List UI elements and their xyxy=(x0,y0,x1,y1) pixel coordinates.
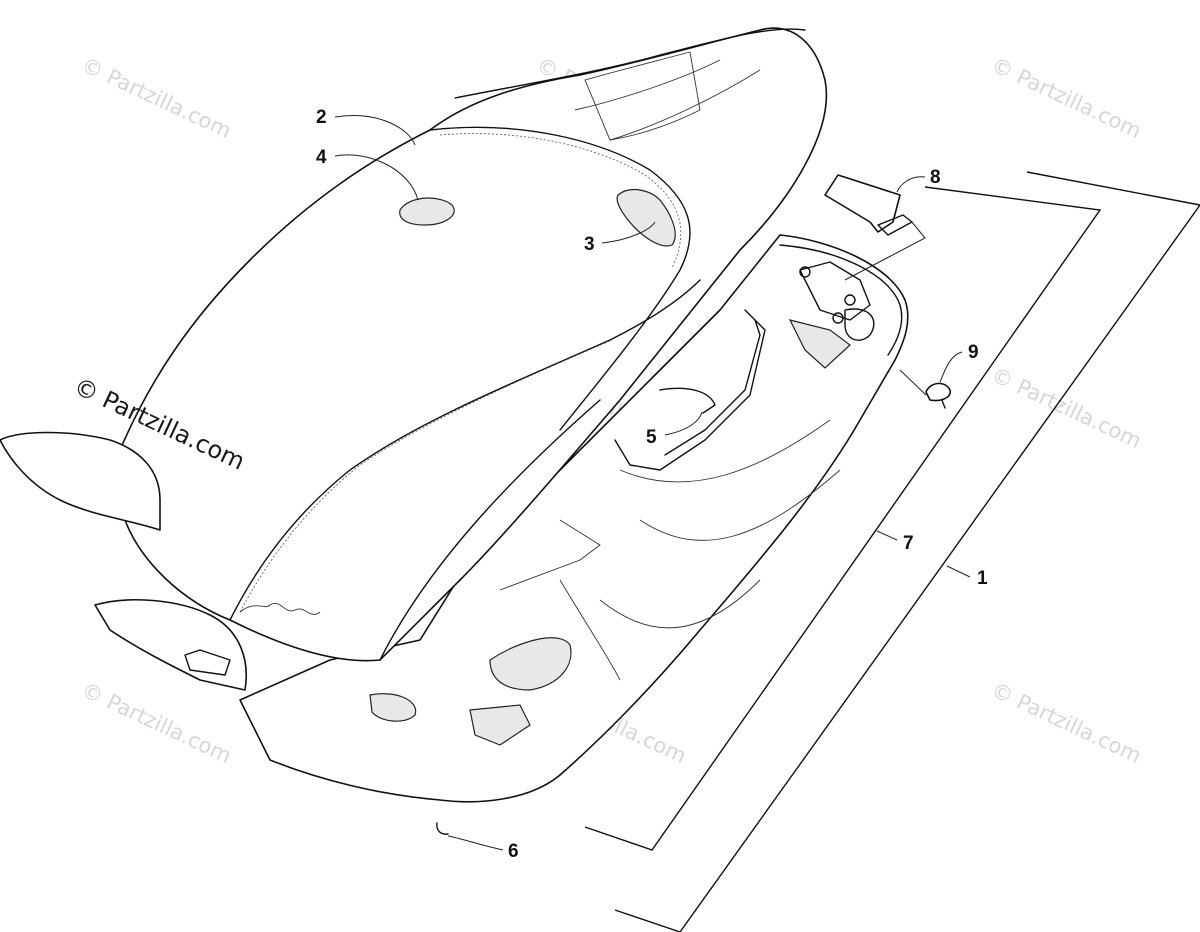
callout-6[interactable]: 6 xyxy=(508,841,519,862)
seat-base-screw-2 xyxy=(844,294,856,306)
seat-base-pocket-1 xyxy=(489,637,572,691)
leader-8b xyxy=(844,221,926,281)
foam-pad-part-4[interactable] xyxy=(399,197,455,226)
callout-7[interactable]: 7 xyxy=(903,533,914,554)
tick-1 xyxy=(946,565,971,578)
bracket-part-8[interactable] xyxy=(824,174,913,236)
seat-cover-rear-shoulder xyxy=(454,28,806,99)
seat-cover-front-crease xyxy=(229,279,701,621)
fastener-part-6[interactable] xyxy=(436,822,449,835)
seat-base-rim xyxy=(779,244,903,356)
seat-base-screw-3 xyxy=(832,312,844,324)
seat-base-latch-hook xyxy=(844,308,875,341)
leader-4 xyxy=(334,154,419,201)
seat-cover-stripe xyxy=(574,59,761,141)
foam-pad-part-3[interactable] xyxy=(616,188,676,247)
seat-base-ribs xyxy=(499,419,841,681)
seat-cover-ridge xyxy=(429,126,691,431)
seat-cover-footrest-flap xyxy=(94,599,247,691)
tick-7 xyxy=(876,530,898,541)
callout-9[interactable]: 9 xyxy=(968,342,979,363)
leader-3 xyxy=(601,221,656,244)
seat-cover-stitch-1 xyxy=(439,133,682,269)
seat-cover-outline xyxy=(119,27,828,662)
seat-cover-flap-tab xyxy=(184,649,231,676)
seat-base-latch-area xyxy=(799,261,871,321)
latch-pin-part-9[interactable] xyxy=(925,382,951,409)
callout-3[interactable]: 3 xyxy=(584,234,595,255)
leader-6 xyxy=(447,835,504,851)
leader-5 xyxy=(664,411,703,436)
seat-cover-brand-script xyxy=(239,602,321,615)
watermark-text: © Partzilla.com xyxy=(988,678,1145,768)
assembly-brackets xyxy=(584,171,1200,932)
leader-lines xyxy=(334,115,963,851)
callout-labels: 1 2 3 4 5 6 7 8 9 xyxy=(316,107,988,862)
leader-9 xyxy=(939,351,963,383)
bracket-plate xyxy=(824,174,901,233)
strap-part-5[interactable] xyxy=(659,387,716,414)
bracket-line-7 xyxy=(584,186,1102,851)
watermark-text: © Partzilla.com xyxy=(78,53,235,143)
watermark-text: © Partzilla.com xyxy=(988,53,1145,143)
leader-8 xyxy=(896,176,926,193)
watermark-text: © Partzilla.com xyxy=(78,678,235,768)
seat-base-channel xyxy=(614,309,766,471)
callout-1[interactable]: 1 xyxy=(977,568,988,589)
bracket-line-1 xyxy=(614,171,1200,932)
seat-cover-front-panel xyxy=(379,399,601,661)
latch-pin-head xyxy=(925,382,951,402)
seat-base-screw-1 xyxy=(799,266,811,278)
callout-5[interactable]: 5 xyxy=(646,427,657,448)
leader-2 xyxy=(334,115,416,146)
seat-cover-logo-panel xyxy=(584,51,701,141)
callout-4[interactable]: 4 xyxy=(316,147,327,168)
callout-2[interactable]: 2 xyxy=(316,107,327,128)
seat-cover-front-flap xyxy=(0,431,161,531)
seat-base-cutout xyxy=(788,319,851,369)
seat-base-pocket-2 xyxy=(469,704,531,746)
seat-base-outline xyxy=(239,234,909,803)
leader-9b xyxy=(899,369,927,396)
seat-cover-part-2[interactable] xyxy=(0,27,828,691)
callout-8[interactable]: 8 xyxy=(930,167,941,188)
seat-base-channel-inner xyxy=(664,319,761,456)
seat-base-part-7[interactable] xyxy=(239,234,909,803)
watermark-text: © Partzilla.com xyxy=(988,363,1145,453)
seat-base-pocket-3 xyxy=(369,693,417,722)
